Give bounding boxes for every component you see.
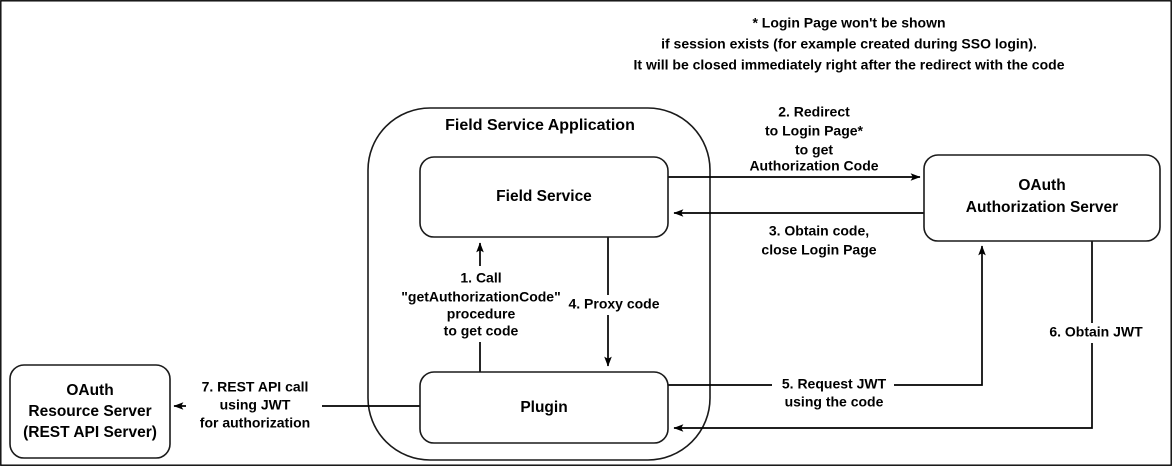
- edge-label-step1-line-3: procedure: [447, 306, 516, 322]
- edge-label-step4-line-1: 4. Proxy code: [568, 296, 659, 312]
- edge-label-step2-line-2: to Login Page*: [765, 123, 864, 139]
- edge-label-step5-line-1: 5. Request JWT: [782, 376, 887, 392]
- plugin-box[interactable]: [419, 371, 669, 444]
- edge-label-step6-line-1: 6. Obtain JWT: [1049, 324, 1143, 340]
- edge-label-step4: 4. Proxy code: [561, 295, 667, 315]
- edge-label-step6: 6. Obtain JWT: [1043, 323, 1149, 343]
- resource-server-label-line-1: OAuth: [66, 382, 113, 399]
- resource-server-label-line-3: (REST API Server): [23, 424, 157, 441]
- node-field-service[interactable]: Field Service: [419, 156, 669, 238]
- plugin-label: Plugin: [520, 399, 567, 416]
- edge-label-step3-line-1: 3. Obtain code,: [769, 223, 869, 239]
- node-oauth-authorization-server[interactable]: OAuth Authorization Server: [923, 154, 1161, 242]
- authorization-server-box[interactable]: [923, 154, 1161, 242]
- field-service-application-container: Field Service Application: [367, 107, 711, 461]
- edge-label-step2: 2. Redirect to Login Page* to get Author…: [730, 100, 898, 174]
- edge-label-step5-line-2: using the code: [785, 394, 884, 410]
- edge-label-step1-line-1: 1. Call: [460, 270, 501, 286]
- field-service-label: Field Service: [496, 188, 592, 205]
- node-oauth-resource-server[interactable]: OAuth Resource Server (REST API Server): [9, 364, 171, 459]
- edge-label-step2-line-4: Authorization Code: [749, 158, 878, 174]
- footnote-line-2: if session exists (for example created d…: [661, 36, 1037, 52]
- edge-label-step7: 7. REST API call using JWT for authoriza…: [186, 377, 322, 435]
- edge-label-step7-line-3: for authorization: [200, 415, 310, 431]
- application-title: Field Service Application: [445, 117, 635, 134]
- authorization-server-label-line-2: Authorization Server: [966, 199, 1118, 216]
- edge-label-step1-line-2: "getAuthorizationCode": [401, 289, 560, 305]
- resource-server-box[interactable]: [9, 364, 171, 459]
- application-boundary: [367, 107, 711, 461]
- edge-label-step3: 3. Obtain code, close Login Page: [740, 220, 898, 260]
- connector-step5: [668, 245, 986, 386]
- edge-label-step7-line-1: 7. REST API call: [202, 379, 309, 395]
- footnote-line-1: * Login Page won't be shown: [752, 15, 945, 31]
- login-page-footnote: * Login Page won't be shown if session e…: [634, 15, 1065, 73]
- authorization-server-label-line-1: OAuth: [1018, 177, 1065, 194]
- edge-label-step2-line-1: 2. Redirect: [778, 104, 850, 120]
- node-plugin[interactable]: Plugin: [419, 371, 669, 444]
- edge-label-step1: 1. Call "getAuthorizationCode" procedure…: [390, 266, 572, 342]
- edge-label-step5: 5. Request JWT using the code: [772, 374, 894, 412]
- edge-label-step1-line-4: to get code: [444, 323, 519, 339]
- resource-server-label-line-2: Resource Server: [28, 403, 151, 420]
- edge-label-step2-line-3: to get: [795, 142, 833, 158]
- field-service-box[interactable]: [419, 156, 669, 238]
- footnote-line-3: It will be closed immediately right afte…: [634, 57, 1065, 73]
- connector-step6: [673, 241, 1093, 432]
- edge-label-step7-line-2: using JWT: [220, 397, 291, 413]
- edge-label-step3-line-2: close Login Page: [761, 242, 876, 258]
